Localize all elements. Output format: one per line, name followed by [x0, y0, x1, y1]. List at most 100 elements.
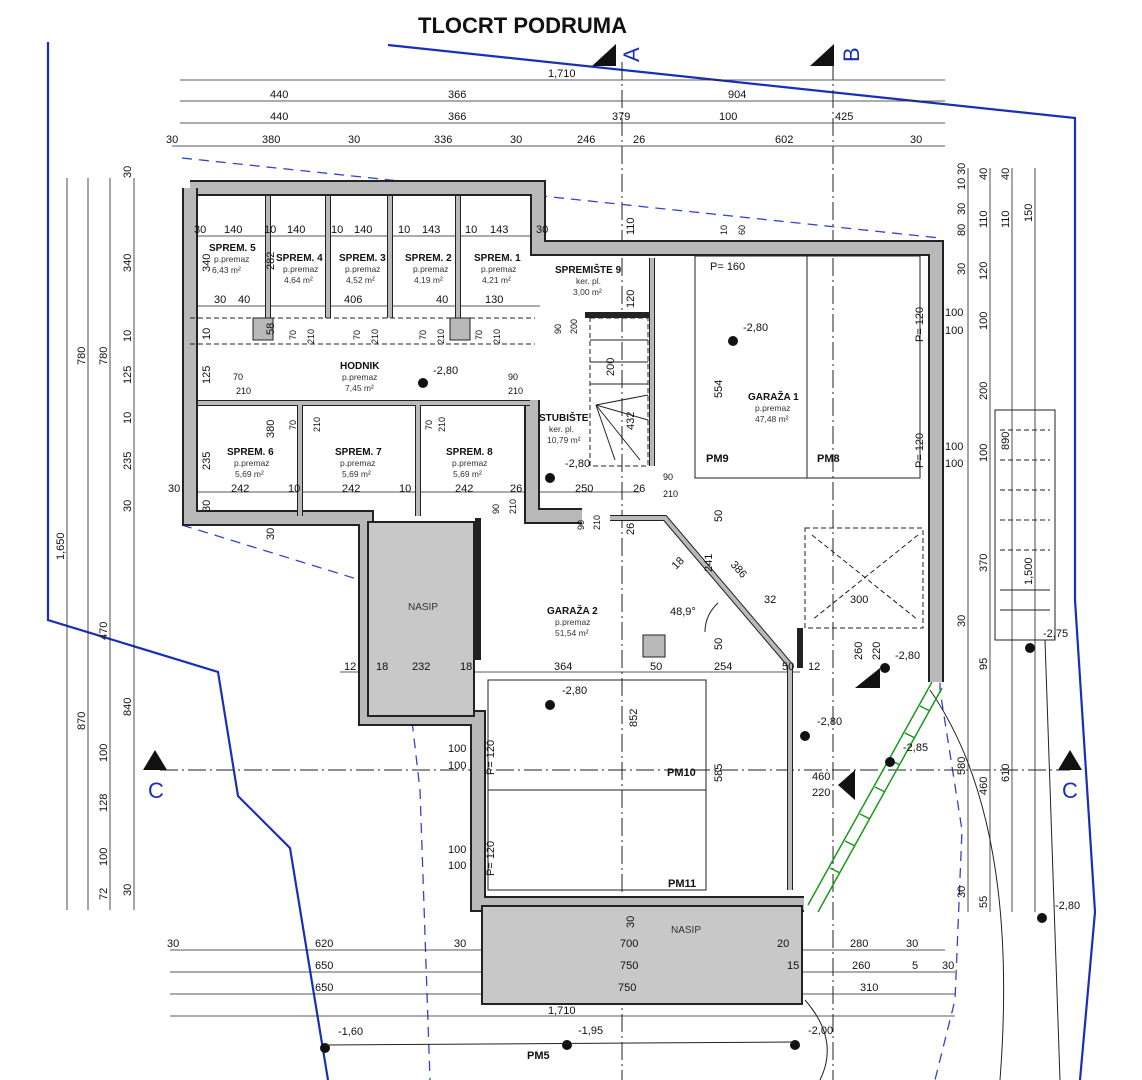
dimension-label: 18 [460, 661, 472, 673]
dimension-label: 40 [978, 168, 990, 180]
dimension-label: 425 [835, 111, 853, 123]
section-marker-c-right-icon [1058, 750, 1082, 770]
room-area: 47,48 m² [755, 414, 789, 424]
room-finish: p.premaz [755, 403, 790, 413]
dimension-label: 95 [978, 658, 990, 670]
dimension-label: 30 [201, 500, 213, 512]
level-marker-icons [320, 336, 1047, 1053]
dimension-label: 366 [448, 89, 466, 101]
dimension-label: 30 [625, 916, 637, 928]
parking-label: PM11 [668, 878, 696, 890]
room-finish: p.premaz [413, 264, 448, 274]
dimension-label: 143 [422, 224, 440, 236]
elevation-label: -2,80 [433, 365, 458, 377]
plan-title: TLOCRT PODRUMA [418, 13, 627, 38]
dimension-label: 143 [490, 224, 508, 236]
dimension-label: 650 [315, 982, 333, 994]
elevation-label: -2,80 [562, 685, 587, 697]
dimension-label: 380 [265, 420, 277, 438]
window-label: 100 [945, 325, 963, 337]
dimension-label: 50 [713, 638, 725, 650]
dimension-label: 30 [906, 938, 918, 950]
room-name: SPREM. 5 [209, 243, 256, 254]
dimension-label: 30 [454, 938, 466, 950]
room-name: GARAŽA 2 [547, 604, 598, 617]
dimension-label: 100 [98, 744, 110, 762]
dimension-label: 30 [122, 884, 134, 896]
elevation-label: -2,00 [808, 1025, 833, 1037]
dimensions-inner: 30 140 10 140 10 140 10 143 10 143 30 30… [168, 217, 963, 928]
dimension-label: 26 [510, 483, 522, 495]
dimension-label: 125 [122, 366, 134, 384]
room-area: 4,19 m² [414, 275, 443, 285]
dimension-label: 128 [98, 794, 110, 812]
dimension-label: 280 [850, 938, 868, 950]
elevation-label: -2,85 [903, 742, 928, 754]
dimension-label: 310 [860, 982, 878, 994]
dimensions-top: 1,710 440 366 904 440 366 379 100 425 30… [166, 68, 922, 146]
parking-labels: PM9 PM8 PM10 PM11 PM5 [527, 453, 840, 1062]
dimension-label: 30 [510, 134, 522, 146]
room-area: 7,45 m² [345, 383, 374, 393]
dimension-label: 580 [956, 757, 968, 775]
dimension-label: 840 [122, 698, 134, 716]
room-finish: p.premaz [345, 264, 380, 274]
dimension-label: 1,710 [548, 1005, 576, 1017]
dimension-label: 554 [713, 380, 725, 398]
dimension-label: 235 [201, 452, 213, 470]
window-label: 100 [448, 860, 466, 872]
dimension-label: 125 [201, 366, 213, 384]
room-area: 5,69 m² [235, 469, 264, 479]
dimension-label: 140 [354, 224, 372, 236]
dimension-label: 460 [978, 777, 990, 795]
dimension-label: 30 [942, 960, 954, 972]
dimension-label: 620 [315, 938, 333, 950]
dimension-label: 12 [808, 661, 820, 673]
section-label-c-right: C [1062, 778, 1078, 803]
ramp [807, 681, 943, 913]
dimension-label: 30 [122, 500, 134, 512]
dimension-label: 100 [98, 848, 110, 866]
dimension-label: 852 [628, 709, 640, 727]
section-label-a: A [619, 47, 644, 62]
door-dimension-label: 210 [312, 417, 322, 432]
property-boundary-top [387, 43, 1097, 1080]
elevation-label: -1,60 [338, 1026, 363, 1038]
dimension-label: 242 [455, 483, 473, 495]
dimension-label: 26 [625, 523, 637, 535]
dimension-label: 100 [978, 444, 990, 462]
dimension-label: 440 [270, 89, 288, 101]
dimension-label: 300 [850, 594, 868, 606]
staircase [589, 317, 649, 467]
dimension-label: 110 [978, 210, 990, 228]
dimension-label: 140 [224, 224, 242, 236]
door-dimension-label: 210 [236, 386, 251, 396]
dimension-label: 242 [342, 483, 360, 495]
dimension-label: 379 [612, 111, 630, 123]
dimension-label: 50 [782, 661, 794, 673]
room-finish: p.premaz [555, 617, 590, 627]
dimension-label: 50 [713, 510, 725, 522]
door-dimension-label: 210 [663, 489, 678, 499]
dimension-label: 40 [1000, 168, 1012, 180]
elevation-label: -2,80 [565, 458, 590, 470]
parking-label: PM10 [667, 767, 696, 779]
terrace-edge [324, 1041, 796, 1046]
section-marker-icon [838, 770, 855, 800]
door-dimension-label: 70 [352, 330, 362, 340]
room-finish: p.premaz [342, 372, 377, 382]
dimension-label: 602 [775, 134, 793, 146]
room-area: 4,21 m² [482, 275, 511, 285]
dimension-label: 10 [956, 178, 968, 190]
dimension-label: 250 [575, 483, 593, 495]
dimension-label: 1,650 [55, 532, 67, 560]
elevation-label: -2,80 [743, 322, 768, 334]
dimension-label: 200 [978, 382, 990, 400]
window-label: 100 [448, 760, 466, 772]
dimension-label: 40 [436, 294, 448, 306]
dimension-label: 246 [577, 134, 595, 146]
elevation-label: -1,95 [578, 1025, 603, 1037]
dimension-label: 366 [448, 111, 466, 123]
dimension-label: 40 [238, 294, 250, 306]
